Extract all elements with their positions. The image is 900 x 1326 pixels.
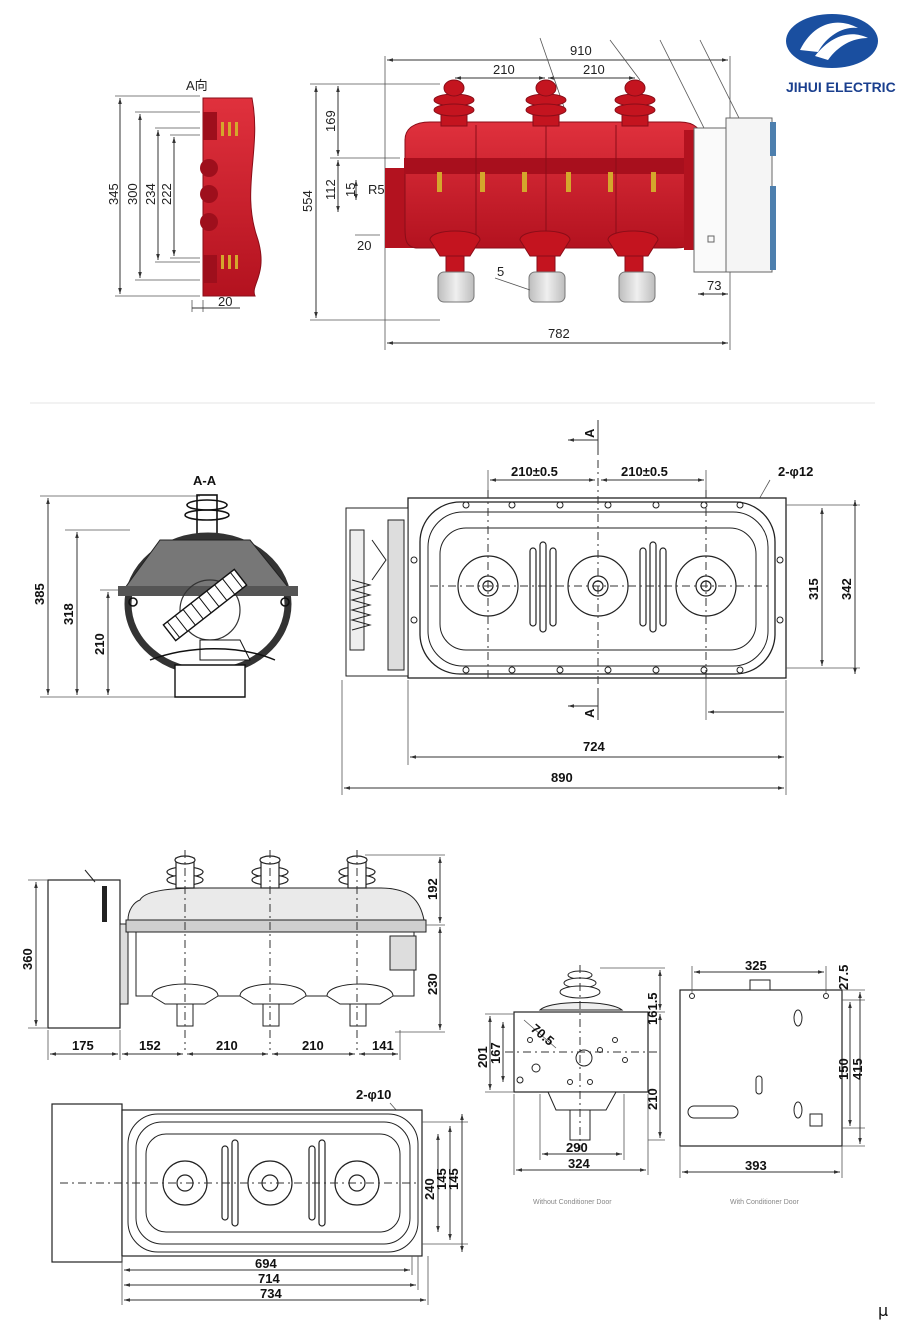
section-arrow-a-top: A <box>582 428 597 438</box>
dim-393: 393 <box>745 1158 767 1173</box>
dim-167: 167 <box>488 1042 503 1064</box>
dim-holes-10: 2-φ10 <box>356 1087 391 1102</box>
dim-724: 724 <box>583 739 605 754</box>
dim-782: 782 <box>548 326 570 341</box>
dim-342: 342 <box>839 578 854 600</box>
dim-169: 169 <box>323 110 338 132</box>
dim-318: 318 <box>61 603 76 625</box>
dim-201: 201 <box>475 1046 490 1068</box>
dim-554: 554 <box>300 190 315 212</box>
dim-145: 145 <box>434 1168 449 1190</box>
dim-141: 141 <box>372 1038 394 1053</box>
dim-234: 234 <box>143 183 158 205</box>
dim-5: 5 <box>497 264 504 279</box>
dim-210-section: 210 <box>92 633 107 655</box>
view1-front-view: 910 210 210 554 169 112 15 R5 20 A <box>300 37 776 350</box>
dim-210-side: 210 <box>645 1088 660 1110</box>
dim-pitch-2: 210±0.5 <box>621 464 668 479</box>
dim-290: 290 <box>566 1140 588 1155</box>
view3-top-view: 2-φ10 240 145 145 694 714 734 <box>51 1087 468 1305</box>
dim-230: 230 <box>425 973 440 995</box>
dim-345: 345 <box>106 183 121 205</box>
dim-360: 360 <box>20 948 35 970</box>
brand-name: JIHUI ELECTRIC <box>786 79 896 95</box>
dim-holes-12: 2-φ12 <box>778 464 813 479</box>
dim-150: 150 <box>836 1058 851 1080</box>
dim-325: 325 <box>745 958 767 973</box>
view1-label: A向 <box>186 78 208 93</box>
dim-192: 192 <box>425 878 440 900</box>
dim-73: 73 <box>707 278 721 293</box>
dim-210-b: 210 <box>583 62 605 77</box>
dim-240: 240 <box>422 1178 437 1200</box>
dim-15: 15 <box>343 183 358 197</box>
caption-with-door: With Conditioner Door <box>730 1199 800 1206</box>
dim-152: 152 <box>139 1038 161 1053</box>
dim-210-a: 210 <box>493 62 515 77</box>
corner-mark: μ <box>878 1301 888 1320</box>
section-label-aa: A-A <box>193 473 217 488</box>
dim-222: 222 <box>159 183 174 205</box>
dim-714: 714 <box>258 1271 280 1286</box>
brand-logo: JIHUI ELECTRIC <box>786 14 896 95</box>
view2-section-aa: A-A 385 318 210 <box>32 473 298 698</box>
dim-210-c: 210 <box>216 1038 238 1053</box>
dim-r5: R5 <box>368 182 385 197</box>
dim-175: 175 <box>72 1038 94 1053</box>
dim-890: 890 <box>551 770 573 785</box>
dim-20-side: 20 <box>218 294 232 309</box>
dim-910: 910 <box>570 43 592 58</box>
dim-415: 415 <box>850 1058 865 1080</box>
dim-734: 734 <box>260 1286 282 1301</box>
dim-27-5: 27.5 <box>836 965 851 990</box>
dim-694: 694 <box>255 1256 277 1271</box>
dim-20: 20 <box>357 238 371 253</box>
view3-front-view: 192 230 360 175 152 210 210 141 <box>20 850 445 1060</box>
dim-315: 315 <box>806 578 821 600</box>
dim-300: 300 <box>125 183 140 205</box>
dim-161-5: 161.5 <box>645 992 660 1025</box>
view2-top-view: A A 210±0.5 210±0.5 2-φ12 <box>341 420 860 795</box>
view4-side-view: 161.5 210 201 167 70.5 290 324 Without C… <box>475 965 665 1206</box>
caption-without-door: Without Conditioner Door <box>533 1199 612 1206</box>
dim-pitch-1: 210±0.5 <box>511 464 558 479</box>
dim-145-b: 145 <box>446 1168 461 1190</box>
top-insulators <box>433 79 656 127</box>
dim-112: 112 <box>323 179 338 200</box>
dim-385: 385 <box>32 583 47 605</box>
view1-side-view: A向 345 300 234 222 20 <box>106 78 262 312</box>
view5-mechanism-box: 325 27.5 150 415 393 With Conditioner Do… <box>679 958 865 1206</box>
dim-324: 324 <box>568 1156 590 1171</box>
section-arrow-a-bottom: A <box>582 708 597 718</box>
dim-210-d: 210 <box>302 1038 324 1053</box>
